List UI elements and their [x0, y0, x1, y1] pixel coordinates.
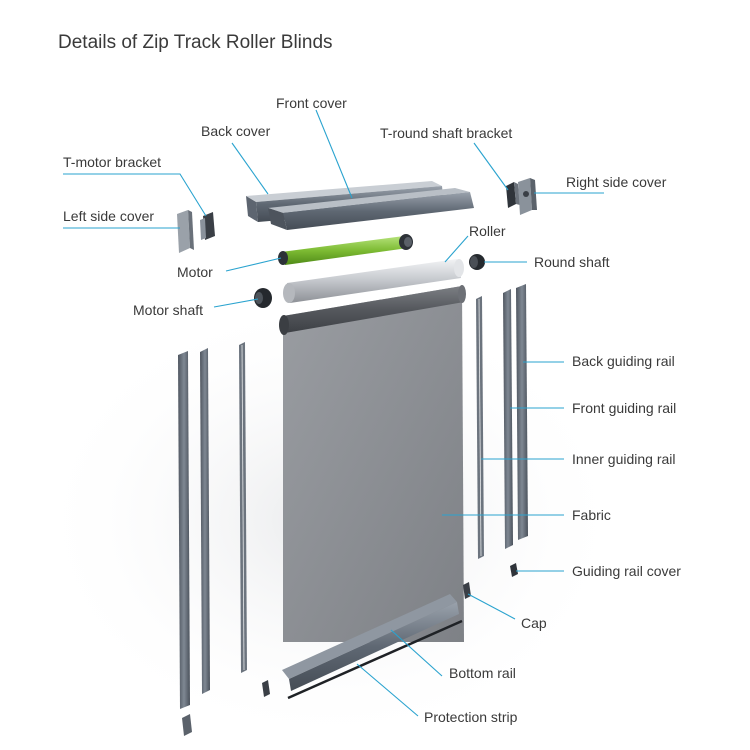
leader-roller — [444, 235, 469, 263]
leader-bottom-rail — [390, 629, 443, 677]
label-front-guiding-rail: Front guiding rail — [572, 400, 676, 416]
label-t-motor-bracket: T-motor bracket — [63, 154, 161, 170]
label-motor: Motor — [177, 264, 213, 280]
label-bottom-rail: Bottom rail — [449, 665, 516, 681]
leader-motor-shaft — [213, 298, 259, 308]
diagram-title: Details of Zip Track Roller Blinds — [58, 32, 333, 53]
roller-part — [283, 259, 464, 303]
motor-part — [278, 234, 413, 265]
label-left-side-cover: Left side cover — [63, 208, 154, 224]
label-inner-guiding-rail: Inner guiding rail — [572, 451, 676, 467]
label-fabric: Fabric — [572, 507, 611, 523]
part-labels: Front cover Back cover T-round shaft bra… — [63, 95, 681, 725]
label-protection-strip: Protection strip — [424, 709, 518, 725]
round-shaft-part — [469, 254, 485, 270]
protection-strip-part — [287, 619, 463, 700]
guiding-rail-cover-part — [510, 563, 518, 577]
label-motor-shaft: Motor shaft — [133, 302, 203, 318]
leader-protection-strip — [356, 663, 419, 717]
t-round-shaft-bracket-part — [506, 182, 520, 208]
label-right-side-cover: Right side cover — [566, 174, 667, 190]
label-back-cover: Back cover — [201, 123, 271, 139]
motor-shaft-part — [254, 288, 272, 308]
leader-motor — [225, 257, 282, 272]
leader-back-cover — [231, 142, 269, 195]
label-back-guiding-rail: Back guiding rail — [572, 353, 675, 369]
t-motor-bracket-part — [200, 212, 215, 240]
left-guiding-rails — [178, 342, 247, 709]
leader-front-cover — [315, 109, 353, 199]
left-side-cover-part — [177, 210, 194, 253]
leader-t-motor-bracket — [63, 173, 207, 217]
right-guiding-rails — [476, 284, 528, 559]
leader-lines — [63, 109, 604, 717]
leader-t-round-shaft-bracket — [473, 142, 509, 191]
leader-cap — [467, 593, 516, 620]
label-cap: Cap — [521, 615, 547, 631]
label-roller: Roller — [469, 223, 506, 239]
bottom-rail-part — [282, 594, 459, 691]
label-t-round-shaft-bracket: T-round shaft bracket — [380, 125, 512, 141]
right-side-cover-part — [518, 178, 537, 215]
fabric-part — [279, 285, 466, 642]
front-cover-part — [268, 188, 474, 230]
label-front-cover: Front cover — [276, 95, 347, 111]
label-round-shaft: Round shaft — [534, 254, 610, 270]
label-guiding-rail-cover: Guiding rail cover — [572, 563, 681, 579]
